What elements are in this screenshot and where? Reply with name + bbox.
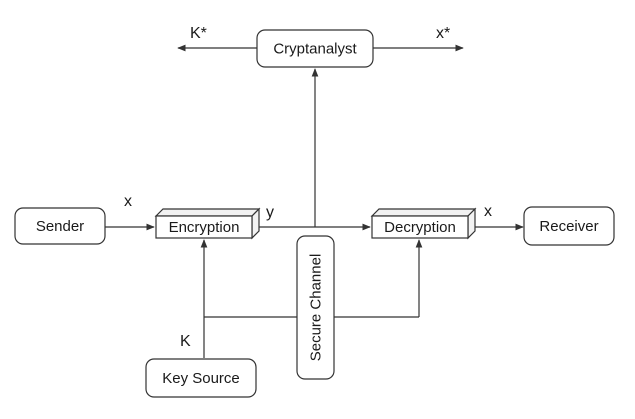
receiver-label: Receiver <box>539 218 598 235</box>
sender-node: Sender <box>14 207 106 245</box>
cryptanalyst-label: Cryptanalyst <box>273 41 357 58</box>
label-k: K <box>180 333 191 350</box>
encryption-node: Encryption <box>154 207 261 240</box>
secure-channel-label: Secure Channel <box>308 254 325 362</box>
sender-label: Sender <box>36 218 84 235</box>
key-source-label: Key Source <box>162 370 240 387</box>
encryption-label: Encryption <box>169 219 240 236</box>
receiver-node: Receiver <box>523 206 615 246</box>
key-source-node: Key Source <box>145 358 257 398</box>
decryption-label: Decryption <box>384 219 456 236</box>
label-k-star: K* <box>190 25 207 42</box>
label-y: y <box>266 204 274 221</box>
decryption-node: Decryption <box>370 207 477 240</box>
label-x-in: x <box>124 193 132 210</box>
label-x-star: x* <box>436 25 450 42</box>
cryptanalyst-node: Cryptanalyst <box>256 29 374 68</box>
label-x-out: x <box>484 203 492 220</box>
secure-channel-node: Secure Channel <box>296 235 335 380</box>
